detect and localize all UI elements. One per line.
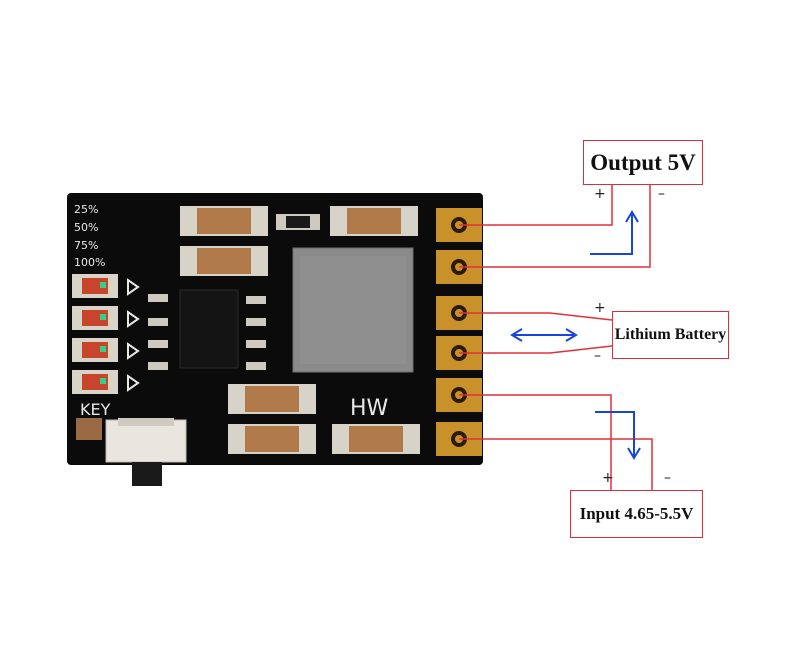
silk-percent-75: 75%	[74, 239, 99, 252]
silk-percent-50: 50%	[74, 221, 99, 234]
smd-resistors	[148, 294, 266, 370]
wire-output-plus	[459, 184, 613, 226]
battery-minus-sign: –	[594, 348, 601, 364]
silk-percent-25: 25%	[74, 203, 99, 216]
battery-plus-sign: +	[594, 300, 606, 316]
wire-battery-plus	[459, 312, 613, 321]
resistor-top	[276, 214, 320, 230]
flow-arrows	[510, 210, 641, 460]
capacitor-top-1	[180, 206, 268, 236]
output-plus-sign: +	[594, 186, 606, 202]
output-label: Output 5V	[583, 140, 703, 185]
input-plus-sign: +	[602, 470, 614, 486]
silk-brand-label: HW	[350, 396, 389, 421]
wire-output-minus	[459, 184, 651, 268]
capacitor-bottom-2	[228, 424, 316, 454]
wires	[459, 184, 653, 490]
capacitor-bottom-3	[332, 424, 420, 454]
input-label: Input 4.65-5.5V	[570, 490, 703, 538]
silk-percent-100: 100%	[74, 256, 106, 269]
led-indicators	[72, 274, 118, 394]
led-4	[72, 370, 118, 394]
ic-chip	[179, 289, 239, 369]
wire-input-plus	[459, 394, 612, 490]
led-1	[72, 274, 118, 298]
arrow-input	[595, 411, 635, 456]
silk-triangles	[127, 278, 140, 392]
connector-pin	[118, 418, 174, 426]
capacitor-bottom-1	[228, 384, 316, 414]
led-3	[72, 338, 118, 362]
input-minus-sign: –	[664, 470, 671, 486]
wire-battery-minus	[459, 345, 613, 354]
key-pad	[76, 418, 102, 440]
connector-housing	[105, 419, 187, 463]
battery-label: Lithium Battery	[612, 311, 729, 359]
key-switch	[132, 462, 162, 486]
silk-key-label: KEY	[80, 400, 111, 419]
output-minus-sign: –	[658, 186, 665, 202]
arrow-output	[590, 214, 633, 255]
capacitor-mid	[180, 246, 268, 276]
led-2	[72, 306, 118, 330]
capacitor-top-2	[330, 206, 418, 236]
wire-input-minus	[459, 438, 653, 490]
